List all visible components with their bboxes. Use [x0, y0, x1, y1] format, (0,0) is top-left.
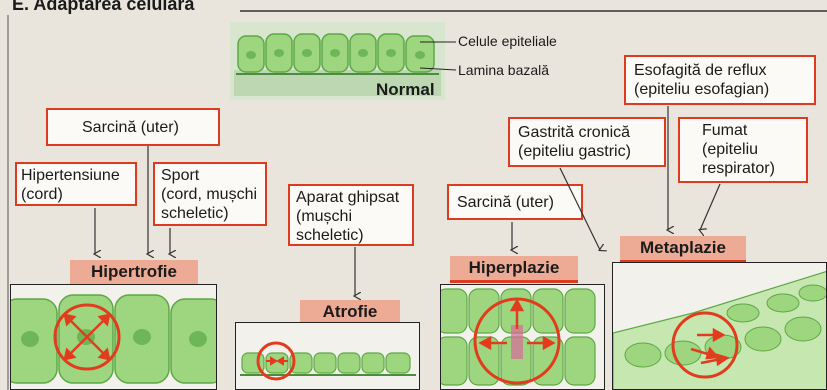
atrophy-image: [235, 322, 420, 390]
hyperplasia-image: [440, 284, 605, 390]
header-metaplazie: Metaplazie: [620, 236, 746, 263]
header-hipertrofie: Hipertrofie: [70, 260, 198, 287]
hypertrophy-image: [10, 284, 217, 390]
header-hiperplazie: Hiperplazie: [450, 256, 578, 283]
metaplasia-image: [612, 262, 827, 390]
